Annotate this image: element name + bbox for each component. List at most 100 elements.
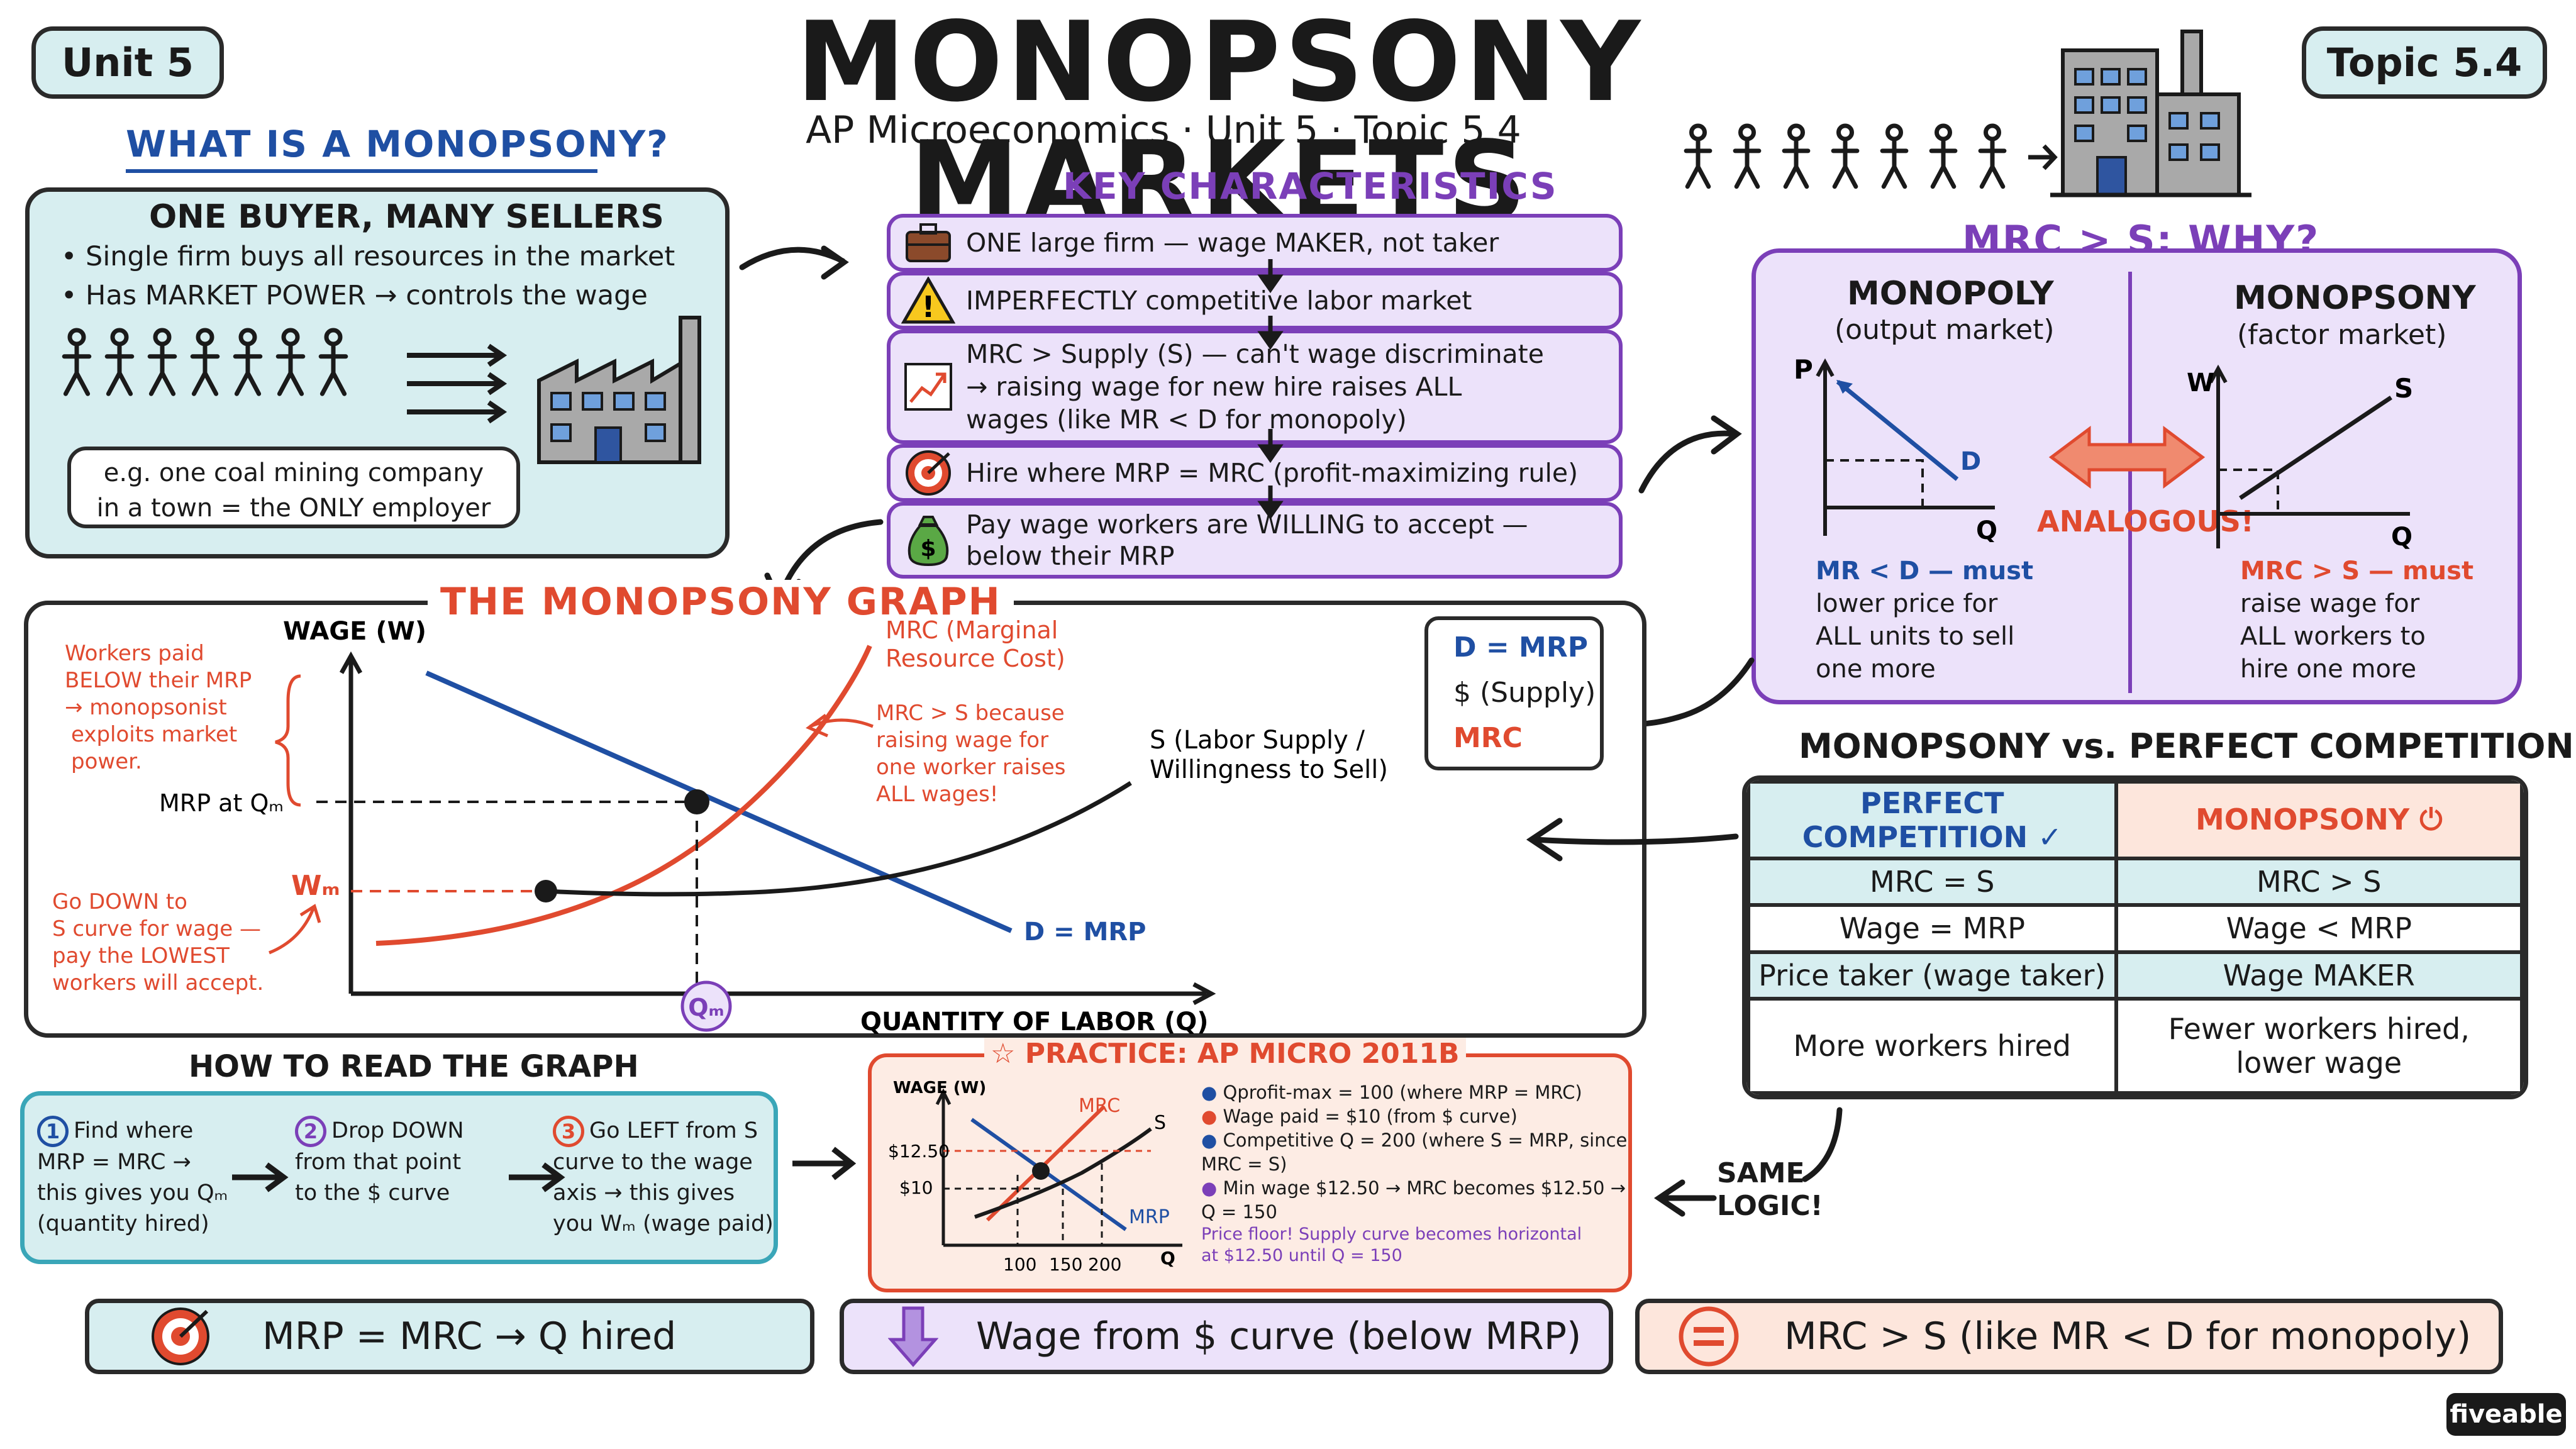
power-icon: ⏻ [2419, 802, 2443, 836]
practice-bullet-3-text: Competitive Q = 200 (where S = MRP, sinc… [1201, 1130, 1628, 1175]
cmp-cell: Wage < MRP [2114, 903, 2524, 954]
page-title: MONOPSONY MARKETS [796, 0, 1645, 246]
same-logic-arrows [1653, 1107, 1843, 1217]
left-note-1: MR < D — must [1816, 557, 2034, 586]
d-curve-label: D [1960, 447, 1981, 476]
char-4-text: Hire where MRP = MRC (profit-maximizing … [966, 458, 1579, 488]
practice-x-tick-100: 100 [1003, 1254, 1036, 1275]
main-graph: Qₘ WAGE (W) QUANTITY OF LABOR (Q) MRP at… [52, 616, 1388, 1036]
bullet-1-text: Single firm buys all resources in the ma… [86, 241, 675, 272]
note-mrc-3: one worker raises [876, 755, 1065, 780]
what-is-bullet-2: • Has MARKET POWER → controls the wage [61, 280, 648, 311]
main-graph-title: THE MONOPSONY GRAPH [428, 580, 1014, 624]
stick-figure-head [196, 328, 214, 347]
topic-badge-text: Topic 5.4 [2326, 40, 2523, 86]
how-to-title: HOW TO READ THE GRAPH [182, 1049, 645, 1084]
summary-3-text: MRC > S (like MR < D for monopoly) [1784, 1314, 2472, 1358]
why-divider [2128, 272, 2132, 693]
practice-bullet-3: ● Competitive Q = 200 (where S = MRP, si… [1201, 1130, 1628, 1175]
stick-figure-head [281, 328, 300, 347]
same-logic-1: SAME [1717, 1157, 1805, 1189]
stick-figure-icon [1880, 138, 1909, 189]
mrc-curve [375, 645, 872, 946]
practice-mrp-label: MRP [1129, 1206, 1170, 1228]
page-subtitle: AP Microeconomics · Unit 5 · Topic 5.4 [806, 108, 1521, 152]
note-below-2: BELOW their MRP [65, 668, 252, 693]
mrc-note-arrow [806, 713, 874, 738]
monopsony-mini-graph: W S Q [2187, 364, 2413, 552]
what-is-underline [126, 169, 597, 173]
cmp-cell: Wage MAKER [2114, 950, 2524, 1001]
step-1-line-1: Find where [74, 1118, 194, 1143]
stick-figure-head [1885, 123, 1903, 142]
stick-figure-head [1935, 123, 1952, 142]
arrow-to-practice [792, 1146, 857, 1180]
stick-figure-icon [190, 343, 220, 396]
summary-2-text: Wage from $ curve (below MRP) [976, 1314, 1582, 1358]
bullet-2-text: Has MARKET POWER → controls the wage [86, 280, 648, 311]
header-workers-factory-icon [1684, 30, 2251, 197]
char-flow-arrows [1257, 259, 1284, 520]
comparison-title: MONOPSONY vs. PERFECT COMPETITION [1799, 726, 2574, 766]
right-note-2: raise wage for [2240, 589, 2420, 618]
monopsony-title: MONOPSONY [2234, 279, 2476, 317]
left-note-3: ALL units to sell [1816, 622, 2015, 651]
char-3-line-3: wages (like MR < D for monopoly) [966, 404, 1407, 435]
char-row-2: ! IMPERFECTLY competitive labor market [887, 272, 1623, 330]
y-axis-label: WAGE (W) [283, 617, 426, 646]
char-5-line-2: below their MRP [966, 541, 1175, 571]
stick-figure-head [1738, 123, 1756, 142]
practice-bullet-2: ● Wage paid = $10 (from $ curve) [1201, 1106, 1518, 1127]
svg-text:!: ! [922, 290, 935, 324]
money-bag-icon: $ [891, 513, 966, 567]
supply-point [535, 880, 557, 902]
cmp-cell: Wage = MRP [1746, 903, 2118, 954]
what-is-bullet-1: • Single firm buys all resources in the … [61, 241, 675, 272]
d-mrp-label: D = MRP [1024, 918, 1146, 947]
arrow-to-why [1638, 415, 1742, 494]
practice-y-axis: WAGE (W) [893, 1079, 986, 1097]
why-panel: MONOPOLY (output market) MONOPSONY (fact… [1752, 248, 2522, 704]
step-arrows [232, 1162, 565, 1192]
unit-badge: Unit 5 [31, 26, 224, 99]
note-down-4: workers will accept. [52, 970, 264, 996]
stick-figure-icon [1684, 138, 1713, 189]
step-3-line-4: you Wₘ (wage paid) [553, 1211, 774, 1236]
note-below-5: power. [71, 749, 142, 774]
what-is-box: ONE BUYER, MANY SELLERS • Single firm bu… [25, 187, 730, 558]
example-line-2: in a town = the ONLY employer [96, 494, 491, 523]
stick-figure-head [1836, 123, 1854, 142]
practice-x-tick-200: 200 [1088, 1254, 1121, 1275]
step-2-line-1: Drop DOWN [331, 1118, 464, 1143]
q-axis-label-right: Q [2391, 523, 2412, 552]
q-axis-label-left: Q [1976, 516, 1997, 542]
monopsony-note: MRC > S — must raise wage for ALL worker… [2240, 555, 2473, 686]
y-axis [339, 651, 363, 994]
svg-text:$: $ [920, 536, 936, 562]
char-row-4: Hire where MRP = MRC (profit-maximizing … [887, 444, 1623, 502]
comparison-table: PERFECT COMPETITION ✓ MONOPSONY ⏻ MRC = … [1742, 775, 2528, 1099]
practice-q-label: Q [1160, 1248, 1175, 1269]
stick-figure-head [1689, 123, 1707, 142]
practice-y-tick-1250: $12.50 [888, 1141, 950, 1162]
key-char-title: KEY CHARACTERISTICS [1063, 165, 1558, 208]
practice-intersection [1032, 1162, 1050, 1180]
monopoly-sub: (output market) [1835, 314, 2055, 346]
step-3-number: 3 [553, 1116, 584, 1147]
x-axis-label: QUANTITY OF LABOR (Q) [860, 1008, 1209, 1036]
legend-mrc: MRC [1453, 722, 1523, 754]
example-line-1: e.g. one coal mining company [103, 458, 484, 487]
comparison-grid: PERFECT COMPETITION ✓ MONOPSONY ⏻ MRC = … [1746, 780, 2524, 1095]
what-is-title: WHAT IS A MONOPSONY? [126, 123, 669, 165]
step-1-line-2: MRP = MRC → [37, 1150, 191, 1175]
topic-badge: Topic 5.4 [2302, 26, 2547, 99]
step-1-line-3: this gives you Qₘ [37, 1180, 228, 1206]
legend-supply: $ (Supply) [1453, 677, 1596, 709]
practice-bullet-2-text: Wage paid = $10 (from $ curve) [1223, 1106, 1518, 1127]
legend-d-mrp: D = MRP [1453, 631, 1588, 663]
stick-figure-icon [1831, 138, 1860, 189]
step-1-line-4: (quantity hired) [37, 1211, 209, 1236]
what-is-heading: ONE BUYER, MANY SELLERS [149, 198, 664, 236]
arrow-table-to-graph [1526, 818, 1739, 862]
note-down-2: S curve for wage — [52, 916, 261, 941]
